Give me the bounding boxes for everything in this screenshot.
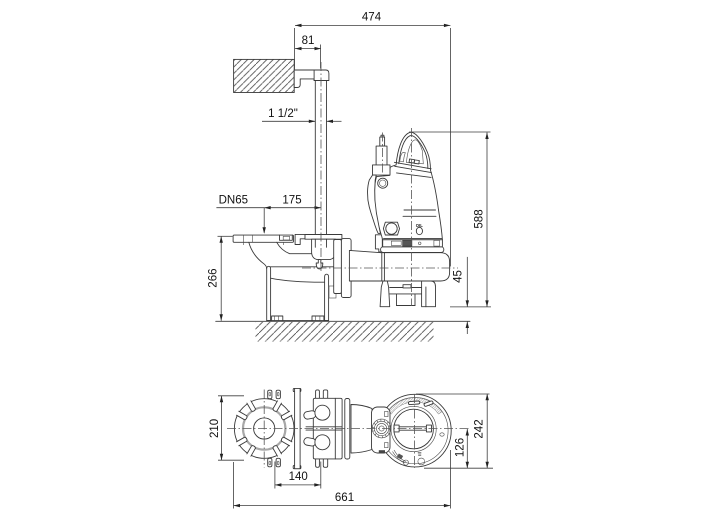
svg-text:588: 588 bbox=[473, 209, 485, 228]
svg-text:DN65: DN65 bbox=[219, 195, 248, 207]
svg-text:1 1/2": 1 1/2" bbox=[268, 108, 298, 120]
svg-text:474: 474 bbox=[362, 12, 382, 24]
svg-text:OIL: OIL bbox=[416, 223, 423, 228]
svg-text:45: 45 bbox=[453, 270, 465, 283]
svg-text:140: 140 bbox=[289, 471, 308, 483]
svg-text:126: 126 bbox=[454, 438, 466, 457]
svg-text:210: 210 bbox=[209, 419, 221, 438]
svg-text:242: 242 bbox=[473, 419, 485, 438]
svg-text:266: 266 bbox=[207, 269, 219, 288]
svg-text:661: 661 bbox=[335, 492, 354, 504]
svg-text:81: 81 bbox=[302, 35, 315, 47]
svg-text:175: 175 bbox=[282, 195, 301, 207]
